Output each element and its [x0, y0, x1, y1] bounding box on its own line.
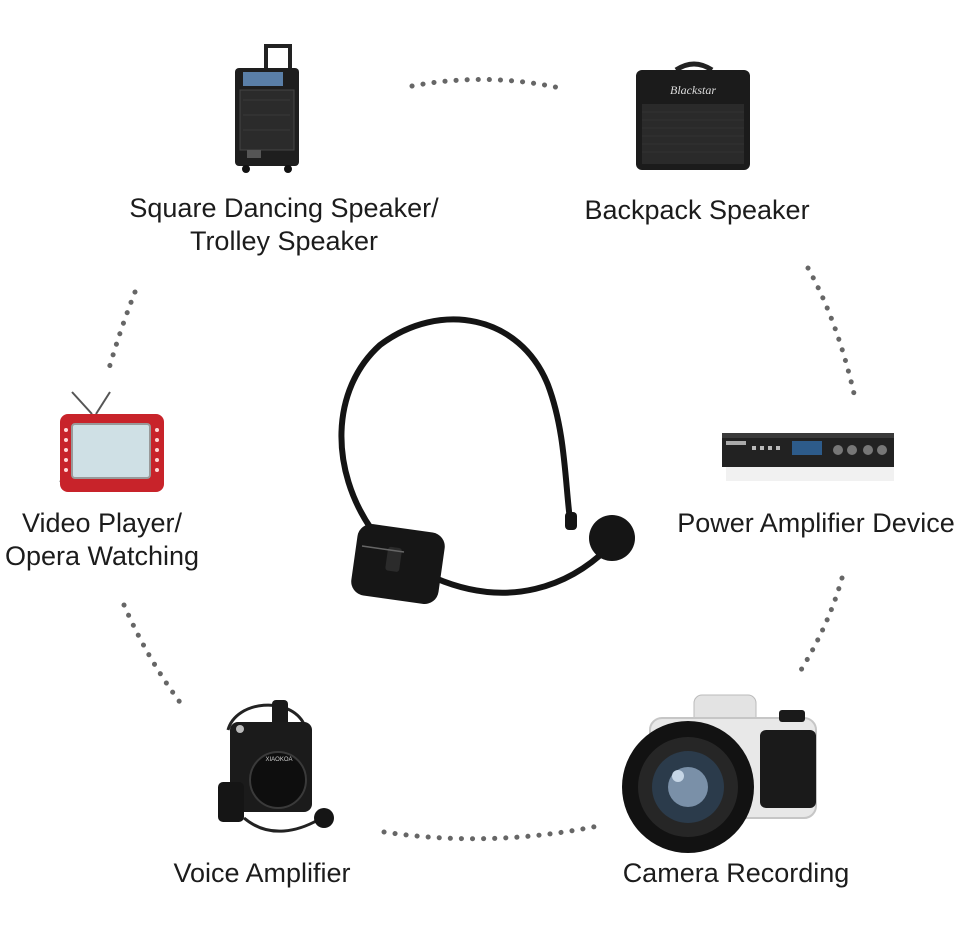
label-line-2: Trolley Speaker: [189, 226, 379, 256]
connector-top: [409, 76, 563, 91]
connector-upper-right: [805, 265, 858, 401]
label-video-player: Video Player/ Opera Watching: [2, 507, 202, 573]
connector-upper-left: [105, 289, 138, 375]
label-line-1: Camera Recording: [622, 858, 850, 888]
camera-icon: [622, 694, 817, 853]
label-power-amplifier: Power Amplifier Device: [672, 507, 960, 540]
label-line-1: Power Amplifier Device: [677, 508, 955, 538]
brand-logo: Blackstar: [670, 83, 716, 97]
label-backpack-speaker: Backpack Speaker: [574, 194, 820, 227]
label-line-1: Voice Amplifier: [173, 858, 351, 888]
connector-bottom: [381, 823, 601, 842]
label-line-1: Square Dancing Speaker/: [129, 193, 439, 223]
power-amplifier-icon: [722, 433, 894, 481]
trolley-speaker-icon: [235, 44, 299, 173]
voice-amplifier-icon: XIAOKOA: [218, 700, 334, 833]
portable-video-player-icon: [59, 391, 164, 492]
wireless-headset-microphone-icon: [338, 316, 635, 604]
label-trolley-speaker: Square Dancing Speaker/ Trolley Speaker: [122, 192, 446, 258]
connector-lower-left: [121, 602, 185, 708]
label-line-1: Video Player/: [21, 508, 183, 538]
label-line-1: Backpack Speaker: [584, 195, 810, 225]
label-line-2: Opera Watching: [4, 541, 200, 571]
label-voice-amplifier: Voice Amplifier: [166, 857, 358, 890]
connector-lower-right: [793, 575, 845, 681]
svg-text:XIAOKOA: XIAOKOA: [265, 757, 292, 763]
label-camera-recording: Camera Recording: [620, 857, 852, 890]
dotted-connectors: [105, 76, 858, 842]
guitar-amp-speaker-icon: Blackstar: [636, 61, 750, 170]
